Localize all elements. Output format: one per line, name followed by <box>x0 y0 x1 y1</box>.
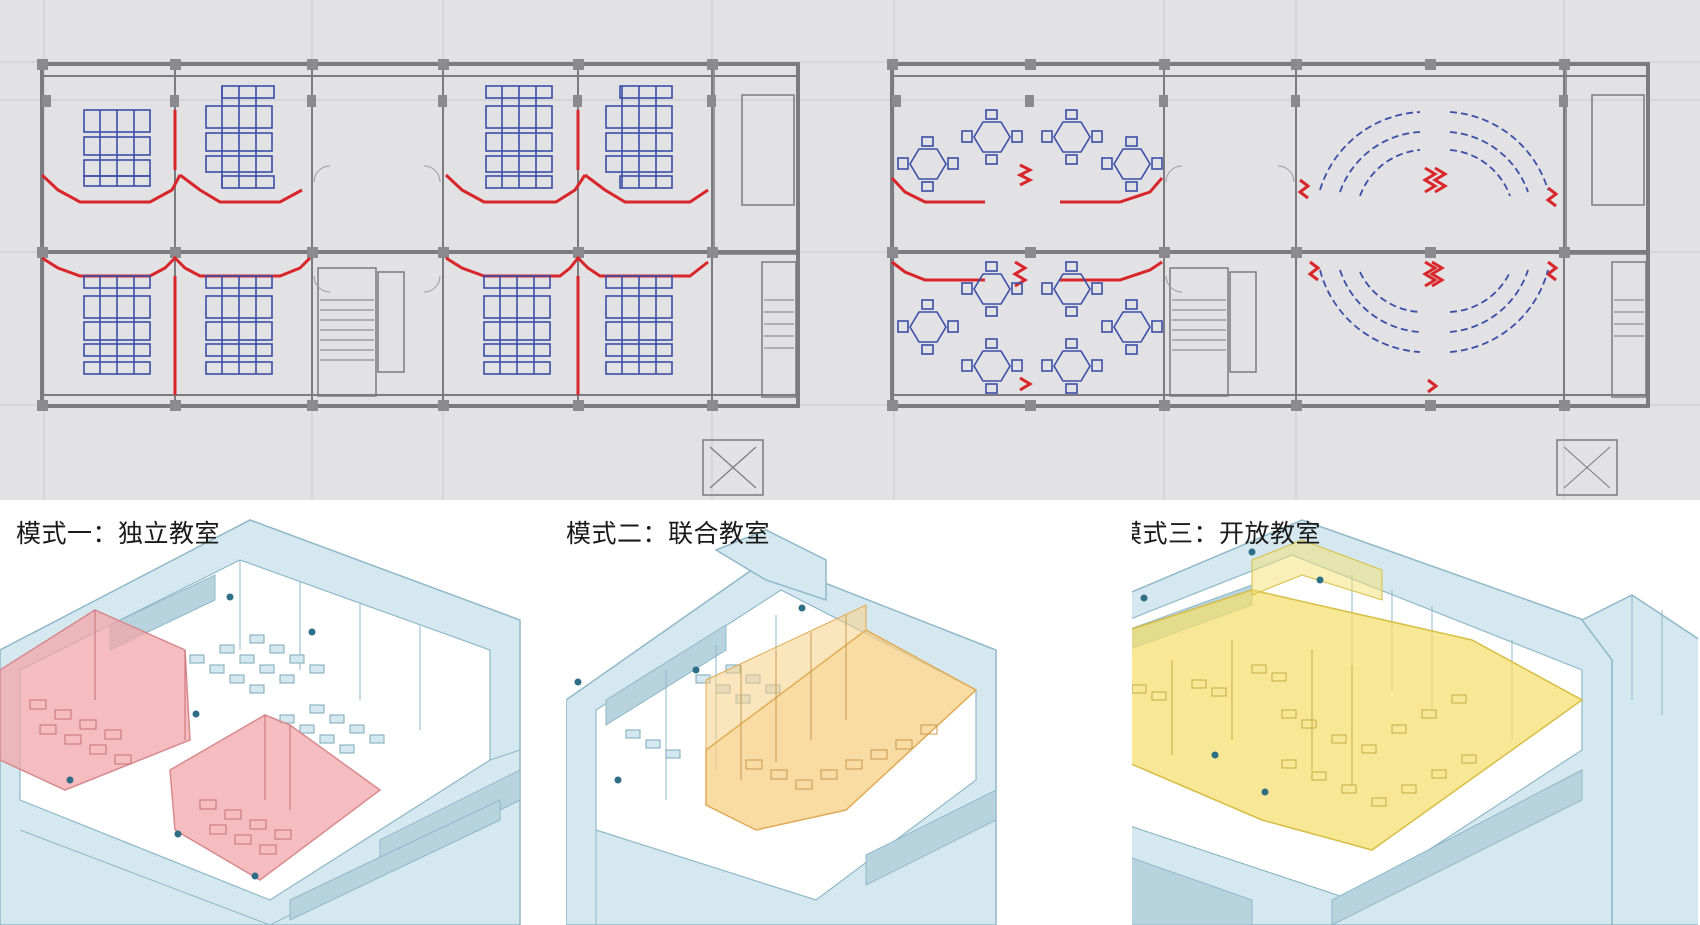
mode2-highlight-room <box>705 604 978 831</box>
stair-icon <box>320 299 794 361</box>
caption-mode-2: 模式二：联合教室 <box>566 519 771 548</box>
plan-left-walls <box>40 62 800 408</box>
plan-left-desks <box>83 85 673 375</box>
mode3-highlight-room <box>1132 539 1584 851</box>
floor-plans-svg <box>0 0 1700 500</box>
axon-mode-1 <box>0 519 521 925</box>
plan-left <box>37 59 800 496</box>
plan-right-partitions <box>890 163 1559 394</box>
plan-left-columns <box>37 59 718 411</box>
plan-right-walls <box>890 62 1650 408</box>
plan-left-partitions <box>40 110 709 395</box>
panel-mode-3: 模式三：开放教室 <box>1132 500 1698 925</box>
plan-right-columns <box>887 59 1570 411</box>
mode1-highlight-rooms <box>0 609 382 881</box>
plan-right-arc-seating <box>1319 111 1549 353</box>
plan-right <box>887 59 1650 496</box>
caption-mode-1: 模式一：独立教室 <box>16 519 221 548</box>
plan-right-group-tables <box>897 109 1163 394</box>
floor-plans <box>0 0 1700 500</box>
panel-mode-1: 模式一：独立教室 <box>0 500 566 925</box>
panel-mode-2: 模式二：联合教室 <box>566 500 1132 925</box>
caption-mode-3: 模式三：开放教室 <box>1132 519 1322 548</box>
axon-mode-2 <box>566 529 997 925</box>
elevator-icon <box>709 446 757 489</box>
axon-mode-3 <box>1132 519 1698 925</box>
